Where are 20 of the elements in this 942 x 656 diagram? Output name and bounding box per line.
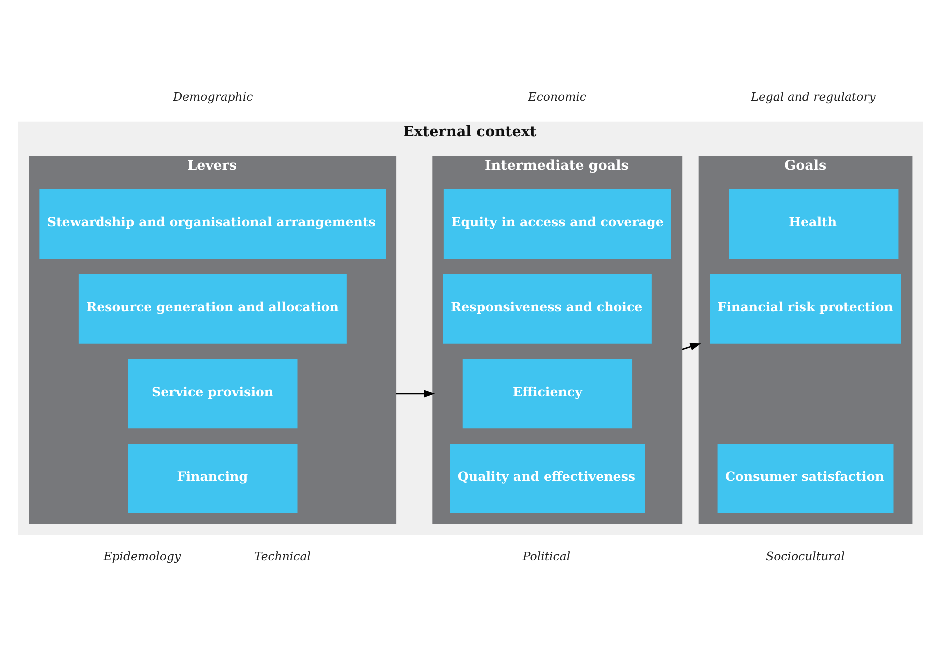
node-box: Quality and effectiveness — [450, 444, 646, 513]
node-box: Health — [729, 189, 899, 259]
label: Epidemology — [104, 548, 182, 563]
node-box: Financing — [128, 444, 298, 513]
node-box: Financial risk protection — [710, 274, 902, 344]
node-box: Stewardship and organisational arrangements — [40, 189, 386, 259]
node-box: Responsiveness and choice — [443, 274, 652, 344]
node-box: Consumer satisfaction — [718, 444, 894, 513]
node-box: Resource generation and allocation — [78, 274, 347, 344]
label: Technical — [254, 548, 311, 563]
node-box: Equity in access and coverage — [444, 189, 672, 259]
label: Sociocultural — [766, 548, 845, 563]
label: Legal and regulatory — [751, 90, 876, 104]
node-box: Efficiency — [462, 358, 633, 428]
label: Economic — [528, 90, 586, 104]
arrow — [682, 342, 702, 350]
label: Political — [522, 548, 571, 563]
label: Demographic — [173, 90, 254, 104]
node-box: Service provision — [128, 358, 298, 428]
arrow — [396, 390, 436, 398]
